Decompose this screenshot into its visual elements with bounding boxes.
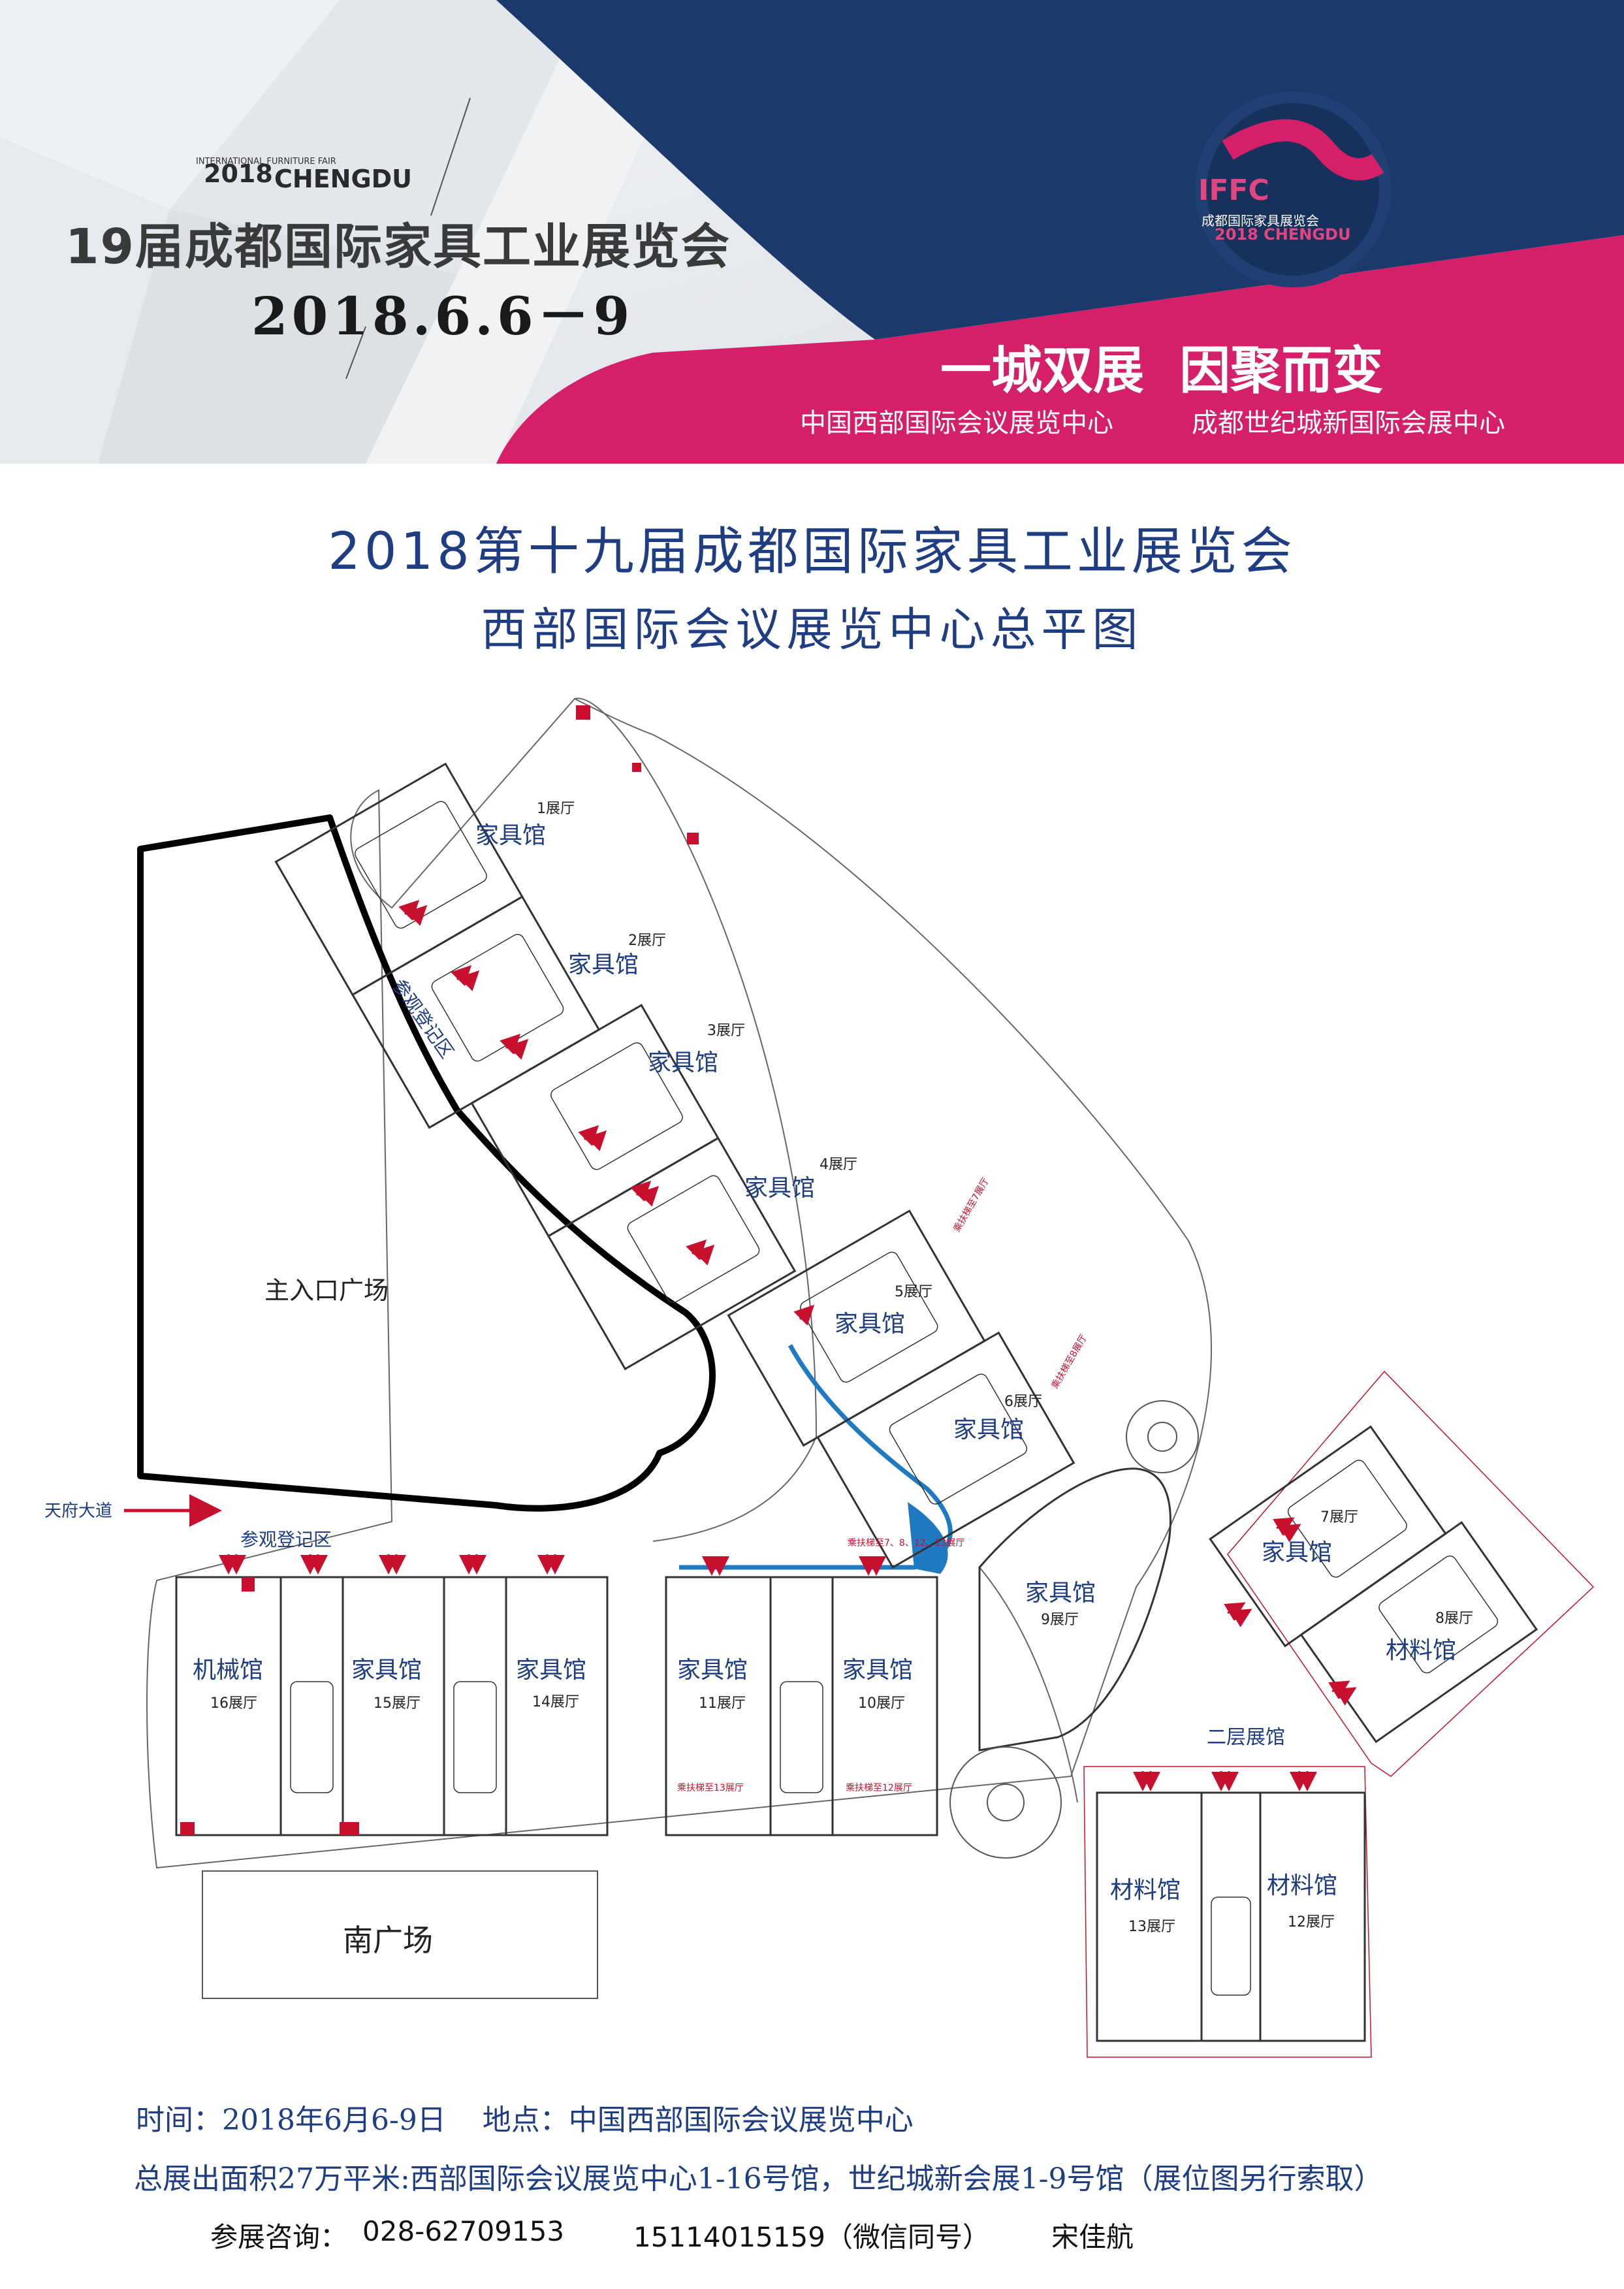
hall-7-name: 家具馆 [1262,1539,1333,1566]
page-subtitle: 西部国际会议展览中心总平图 [481,603,1143,656]
hall-2-name: 家具馆 [568,952,639,978]
hall-7-number: 7展厅 [1320,1509,1358,1526]
logo-chinese-name: 成都国际家具展览会 [1202,213,1319,229]
hall-2-number: 2展厅 [628,933,666,949]
hall-11-number: 11展厅 [699,1695,746,1712]
fair-english-label: INTERNATIONAL FURNITURE FAIR [196,157,336,167]
banner-background [0,0,1624,464]
hall-11-name: 家具馆 [677,1657,748,1684]
south-plaza-outline [202,1870,598,1999]
escalator-note-hall-12: 乘扶梯至12展厅 [846,1783,912,1793]
contact-phone-2[interactable]: 15114015159（微信同号） [633,2221,990,2253]
contact-name: 宋佳航 [1051,2221,1134,2253]
second-floor-hall-label: 二层展馆 [1207,1726,1285,1749]
escalator-note-hall-13: 乘扶梯至13展厅 [677,1783,744,1793]
hall-4-name: 家具馆 [744,1175,816,1202]
contact-phone-1[interactable]: 028-62709153 [362,2215,565,2247]
hall-16-number: 16展厅 [210,1695,257,1712]
hall-8-number: 8展厅 [1435,1610,1473,1627]
hall-10-name: 家具馆 [842,1657,914,1684]
hall-1-number: 1展厅 [537,801,575,817]
hall-14-number: 14展厅 [532,1694,579,1710]
hall-4-number: 4展厅 [820,1157,857,1173]
hall-10-number: 10展厅 [858,1695,905,1712]
hall-15-name: 家具馆 [351,1657,422,1684]
hall-14-name: 家具馆 [516,1657,587,1684]
logo-letters: IFFC [1198,174,1269,207]
hall-12-name: 材料馆 [1267,1872,1338,1899]
hall-6-number: 6展厅 [1004,1394,1042,1410]
south-plaza-label: 南广场 [343,1923,433,1958]
hall-13-number: 13展厅 [1128,1919,1175,1935]
venue-b: 成都世纪城新国际会展中心 [1192,408,1505,438]
page-title: 2018第十九届成都国际家具工业展览会 [328,522,1296,581]
banner-city: CHENGDU [274,165,413,193]
hall-5-name: 家具馆 [835,1311,906,1337]
escalator-note-halls-7-8-12-13: 乘扶梯至7、8、12、13展厅 [848,1538,965,1548]
main-entrance-plaza-outline [137,814,716,1512]
banner-date: 2018.6.6－9 [251,285,634,347]
hall-15-number: 15展厅 [374,1695,421,1712]
contact-label: 参展咨询： [210,2221,348,2253]
hall-16-name: 机械馆 [193,1657,264,1684]
banner-year: 2018 [204,159,273,188]
header-banner: INTERNATIONAL FURNITURE FAIR 2018 CHENGD… [0,0,1624,464]
hall-3-number: 3展厅 [707,1023,745,1039]
hall-9-number: 9展厅 [1041,1612,1079,1628]
hall-9-name: 家具馆 [1025,1580,1096,1607]
hall-5-number: 5展厅 [895,1284,932,1300]
main-entrance-plaza-label: 主入口广场 [264,1276,389,1305]
hall-3-name: 家具馆 [648,1049,719,1076]
iffc-logo-emblem [1195,91,1391,287]
hall-1-name: 家具馆 [475,822,547,849]
footer-time-location: 时间：2018年6月6-9日 地点：中国西部国际会议展览中心 [136,2104,914,2137]
registration-area-label-south: 参观登记区 [240,1529,332,1550]
hall-13-name: 材料馆 [1110,1877,1181,1904]
hall-12-number: 12展厅 [1288,1914,1335,1930]
footer-area-info: 总展出面积27万平米:西部国际会议展览中心1-16号馆，世纪城新会展1-9号馆（… [134,2162,1383,2196]
hall-8-name: 材料馆 [1386,1637,1457,1664]
venue-a: 中国西部国际会议展览中心 [800,408,1113,438]
road-label: 天府大道 [44,1501,113,1521]
banner-title: 19届成都国际家具工业展览会 [65,219,731,275]
logo-subtitle: 2018 CHENGDU [1215,225,1351,244]
hall-6-name: 家具馆 [953,1417,1025,1443]
banner-slogan: 一城双展 因聚而变 [940,342,1384,400]
